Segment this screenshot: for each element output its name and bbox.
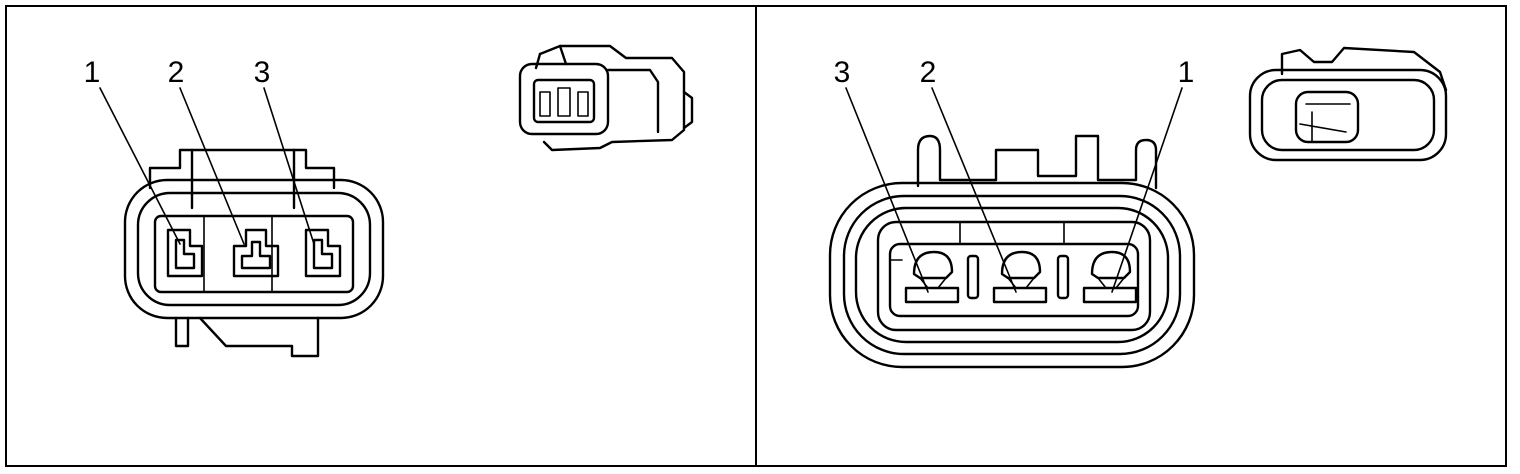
pin-label: 2: [920, 56, 937, 89]
pin-label: 2: [168, 56, 185, 89]
pin-callout-line-1: [1111, 87, 1183, 293]
right-connector-thumbnail: [1248, 46, 1448, 162]
pin-callout-line-3: [263, 87, 315, 245]
left-connector-face: [123, 148, 385, 358]
pin-callout-line-1: [99, 87, 181, 245]
pin-label: 3: [254, 56, 271, 89]
pin-label: 3: [834, 56, 851, 89]
left-connector-thumbnail: [518, 44, 694, 152]
pin-label: 1: [84, 56, 101, 89]
right-connector-face: [828, 134, 1196, 369]
right-pin-callouts: 3 2 1: [834, 56, 1195, 293]
pin-callout-line-2: [931, 87, 1017, 293]
right-panel-frame: [755, 5, 1507, 467]
pin-callout-line-3: [845, 87, 929, 293]
pin-callout-line-2: [179, 87, 245, 245]
left-pin-callouts: 1 2 3: [84, 56, 315, 245]
left-panel-frame: [5, 5, 757, 467]
pin-label: 1: [1178, 56, 1195, 89]
